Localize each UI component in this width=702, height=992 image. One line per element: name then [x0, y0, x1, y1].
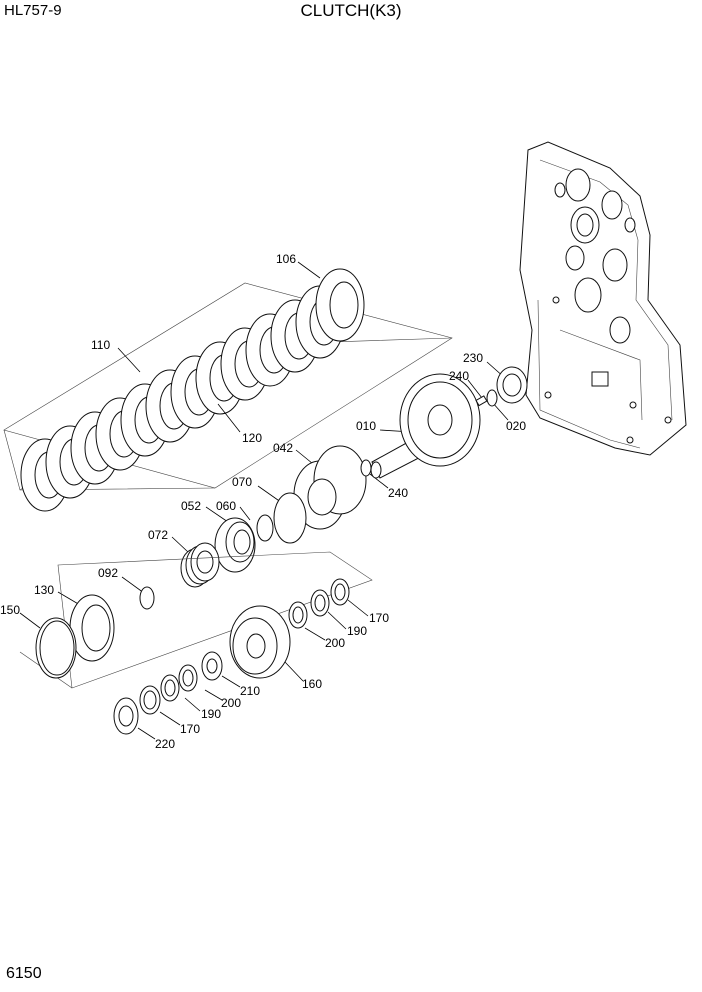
callout-150: 150	[0, 603, 20, 617]
clutch-disc-pack	[3, 268, 453, 512]
callout-120: 120	[242, 431, 262, 445]
callout-160: 160	[302, 677, 322, 691]
snap-ring-092	[139, 586, 155, 610]
callout-190-lower: 190	[201, 707, 221, 721]
callout-020: 020	[506, 419, 526, 433]
callout-220: 220	[155, 737, 175, 751]
callout-200-lower: 200	[221, 696, 241, 710]
callout-060: 060	[216, 499, 236, 513]
ring-150	[35, 617, 77, 679]
seal-ring-060-small	[256, 514, 274, 542]
needle-bearing-210	[201, 651, 223, 681]
piston-052	[214, 517, 256, 573]
callout-210: 210	[240, 684, 260, 698]
thrust-bearing-190-upper	[310, 589, 330, 617]
callout-200-upper: 200	[325, 636, 345, 650]
disc-130	[69, 594, 115, 662]
bearing-220	[113, 697, 139, 735]
callout-labels: 106 110 120 230 240 020 010 042 240 070 …	[0, 252, 526, 751]
callout-170-lower: 170	[180, 722, 200, 736]
callout-190-upper: 190	[347, 624, 367, 638]
washer-200-upper	[288, 601, 308, 629]
callout-230: 230	[463, 351, 483, 365]
callout-042: 042	[273, 441, 293, 455]
page-title: CLUTCH(K3)	[300, 1, 402, 20]
thrust-bearing-190-lower	[160, 674, 180, 702]
ring-240-upper	[486, 389, 498, 407]
model-code: HL757-9	[4, 2, 62, 19]
washer-170-upper	[330, 578, 350, 606]
gear-160	[229, 605, 291, 679]
page-number: 6150	[6, 965, 42, 982]
callout-130: 130	[34, 583, 54, 597]
transmission-housing	[519, 141, 687, 456]
callout-170-upper: 170	[369, 611, 389, 625]
seal-ring-070	[273, 492, 307, 544]
callout-240-upper: 240	[449, 369, 469, 383]
washer-170-lower	[139, 685, 161, 715]
spring-pack-072	[180, 542, 220, 588]
callout-110: 110	[91, 338, 110, 352]
bearing-230	[496, 366, 528, 404]
ring-240-lower	[360, 459, 372, 477]
pin-020	[475, 395, 488, 407]
callout-010: 010	[356, 419, 376, 433]
callout-106: 106	[276, 252, 296, 266]
washer-200-lower	[178, 664, 198, 692]
leader-lines	[19, 261, 509, 740]
callout-052: 052	[181, 499, 201, 513]
callout-240-lower: 240	[388, 486, 408, 500]
callout-070: 070	[232, 475, 252, 489]
shaft-010	[370, 373, 481, 479]
clutch-drum-042	[293, 445, 367, 530]
callout-072: 072	[148, 528, 168, 542]
callout-092: 092	[98, 566, 118, 580]
